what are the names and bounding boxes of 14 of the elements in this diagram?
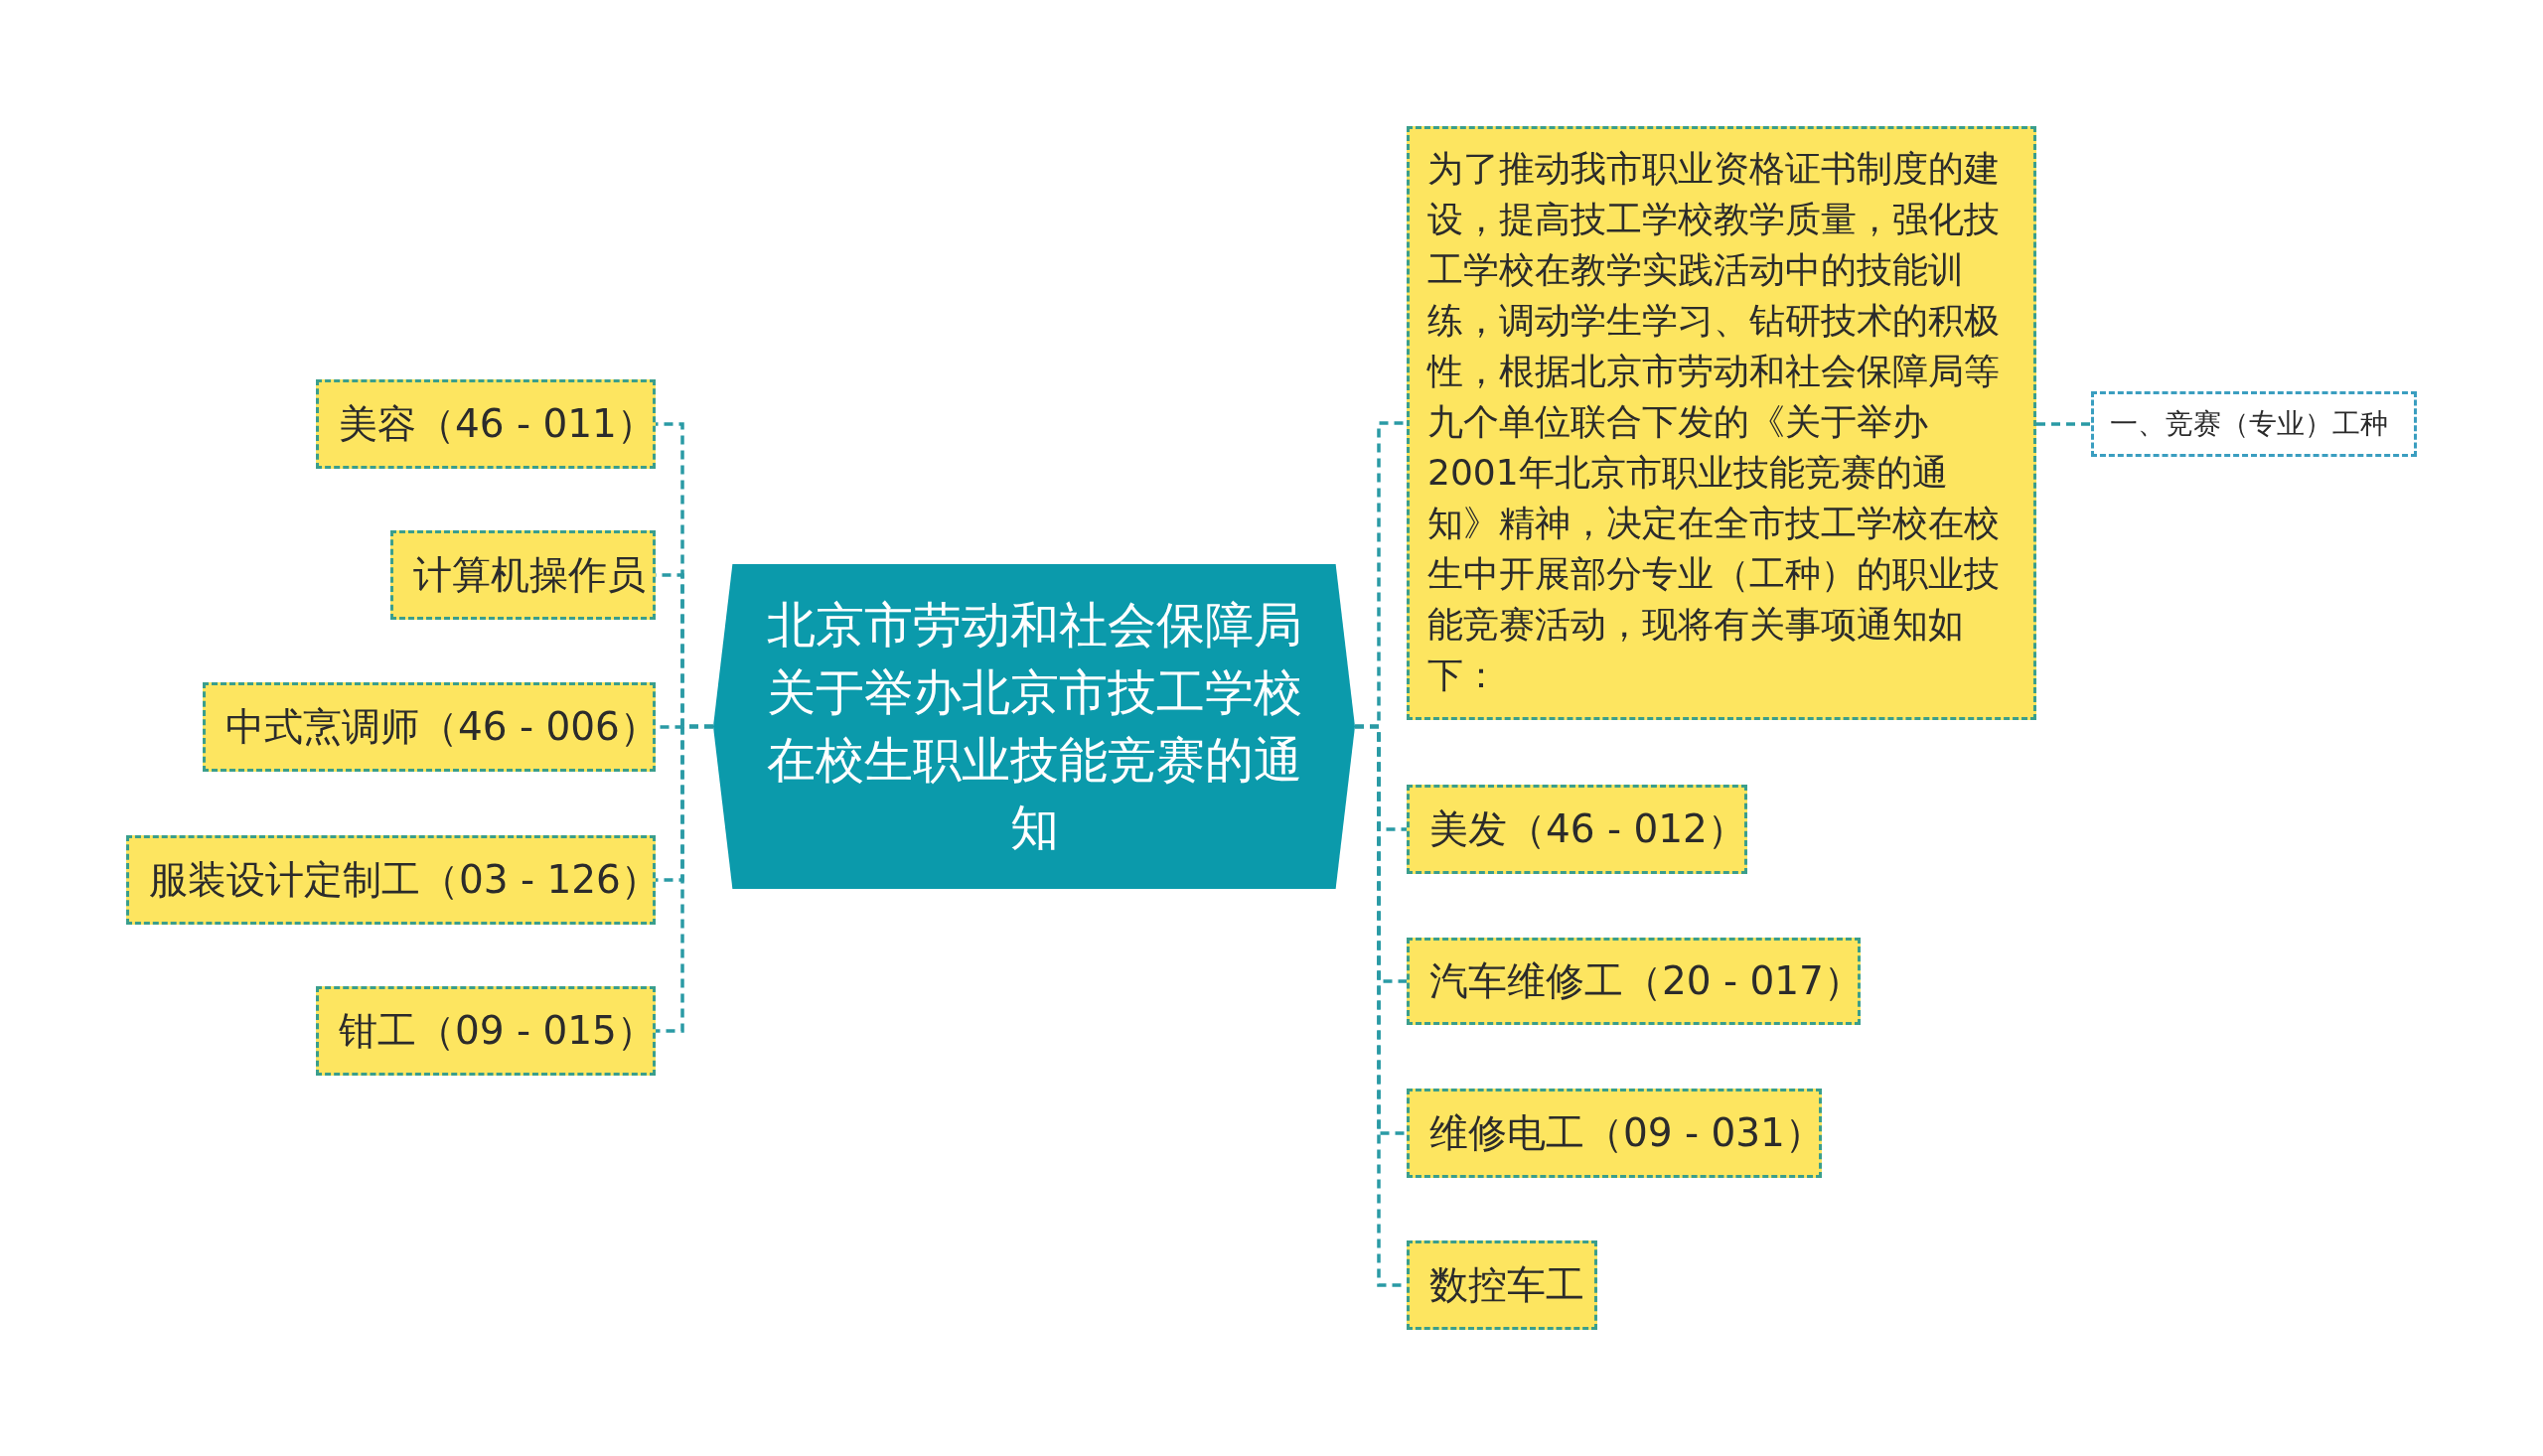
subtopic-box: 一、竞赛（专业）工种 bbox=[2091, 391, 2417, 457]
topic-box: 维修电工（09 - 031） bbox=[1407, 1089, 1822, 1178]
connector-line bbox=[656, 724, 713, 1033]
topic-box: 美发（46 - 012） bbox=[1407, 785, 1747, 874]
topic-box: 服装设计定制工（03 - 126） bbox=[126, 835, 656, 925]
topic-box: 钳工（09 - 015） bbox=[316, 986, 656, 1076]
topic-box: 中式烹调师（46 - 006） bbox=[203, 682, 656, 772]
topic-box: 汽车维修工（20 - 017） bbox=[1407, 938, 1861, 1025]
topic-box: 数控车工 bbox=[1407, 1240, 1597, 1330]
hexagon-node: 北京市劳动和社会保障局关于举办北京市技工学校在校生职业技能竞赛的通知 bbox=[713, 564, 1355, 889]
paragraph-box: 为了推动我市职业资格证书制度的建设，提高技工学校教学质量，强化技工学校在教学实践活动中的技能训练，调动学生学习、钻研技术的积极性，根据北京市劳动和社会保障局等九个单位联合下发的《关于举办2001年北京市职业技能竞赛的通知》精神，决定在全市技工学校在校生中开展部分专业（工种）的职业技能竞赛活动，现将有关事项通知如下： bbox=[1407, 126, 2036, 720]
connector-line bbox=[2036, 422, 2091, 426]
topic-box: 计算机操作员 bbox=[390, 530, 656, 620]
topic-box: 美容（46 - 011） bbox=[316, 379, 656, 469]
